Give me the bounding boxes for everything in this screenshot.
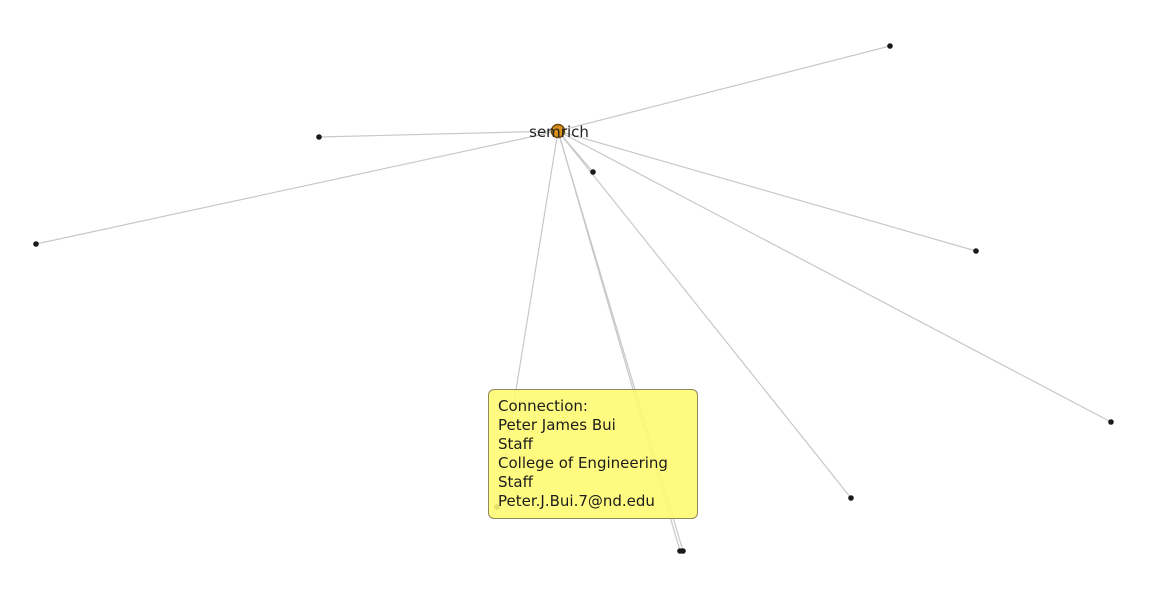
tooltip-heading: Connection: [498, 397, 588, 415]
graph-node[interactable] [848, 495, 854, 501]
center-node-label: semrich [529, 123, 589, 141]
center-node-group[interactable]: semrich [529, 123, 589, 141]
tooltip-role: Staff [498, 435, 533, 453]
connection-tooltip: Connection: Peter James Bui Staff Colleg… [488, 389, 698, 519]
tooltip-department: College of Engineering [498, 454, 668, 472]
graph-node[interactable] [33, 241, 39, 247]
graph-node[interactable] [590, 169, 596, 175]
graph-edge [318, 130, 559, 138]
graph-edge [35, 130, 559, 245]
graph-edge [557, 130, 977, 252]
graph-edge [557, 130, 1112, 423]
graph-node[interactable] [316, 134, 322, 140]
tooltip-email: Peter.J.Bui.7@nd.edu [498, 492, 655, 510]
node-layer [33, 43, 1114, 554]
graph-edge [557, 130, 852, 499]
graph-node[interactable] [680, 548, 686, 554]
graph-node[interactable] [973, 248, 979, 254]
graph-edge [557, 45, 891, 132]
tooltip-affiliation: Staff [498, 473, 533, 491]
tooltip-person-name: Peter James Bui [498, 416, 616, 434]
center-node[interactable] [550, 123, 566, 139]
graph-node[interactable] [887, 43, 893, 49]
graph-node[interactable] [1108, 419, 1114, 425]
